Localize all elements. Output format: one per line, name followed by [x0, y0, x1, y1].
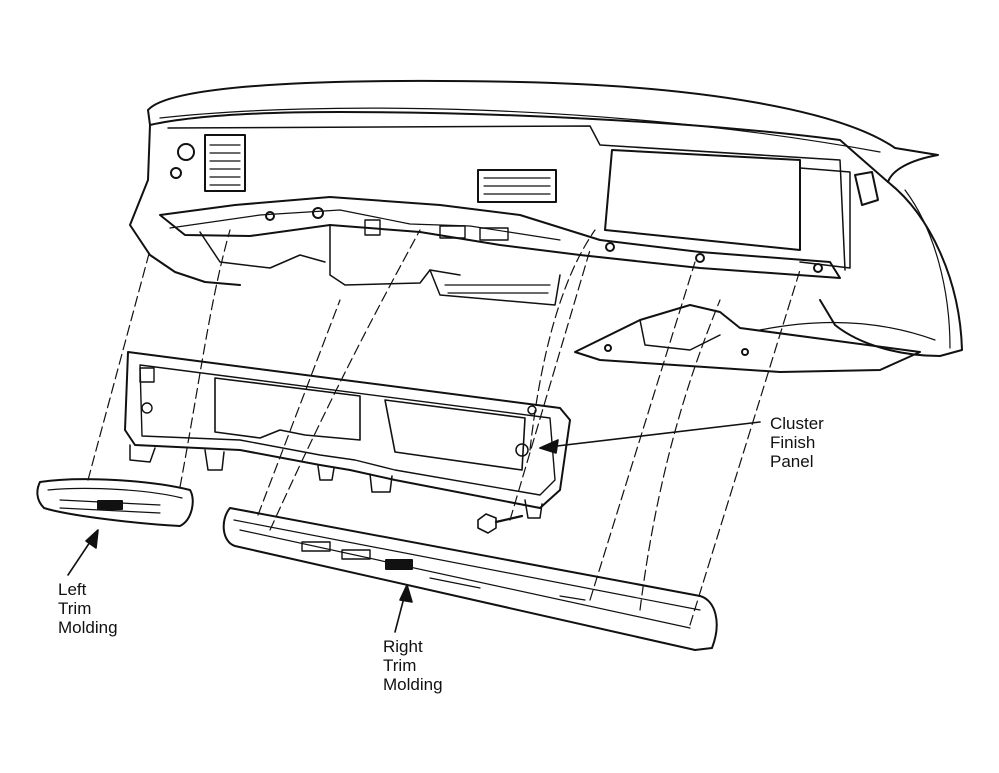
left-trim-molding-label: Left Trim Molding	[58, 580, 118, 637]
dash-lower-rail	[159, 196, 841, 279]
mounting-screw	[477, 513, 524, 534]
cluster-frame-left-window	[214, 377, 361, 441]
lower-right-bracket	[574, 304, 921, 373]
right-trim-molding-label: Right Trim Molding	[383, 637, 443, 694]
cluster-leader-line	[539, 421, 761, 449]
cluster-finish-panel-label: Cluster Finish Panel	[770, 414, 824, 471]
left-label-line-3: Molding	[58, 618, 118, 637]
alignment-lines	[87, 229, 801, 626]
cluster-label-line-1: Cluster	[770, 414, 824, 433]
dash-left-end	[129, 124, 241, 286]
left-vent	[204, 134, 246, 192]
lower-center-housing	[429, 269, 561, 306]
right-trim-molding-part	[222, 507, 718, 651]
cluster-label-line-2: Finish	[770, 433, 816, 452]
right-trim-leader-arrowhead	[399, 584, 413, 603]
left-label-line-1: Left	[58, 580, 87, 599]
instrument-panel-assembly	[129, 79, 963, 373]
glovebox-opening	[604, 149, 801, 251]
left-trim-leader-arrowhead	[85, 529, 99, 549]
right-label-line-3: Molding	[383, 675, 443, 694]
cluster-label-line-3: Panel	[770, 452, 814, 471]
dash-top-pad	[147, 79, 939, 183]
cluster-frame-right-window	[384, 399, 526, 471]
center-vent	[477, 169, 557, 203]
right-recess	[799, 167, 851, 269]
left-trim-molding-part	[36, 478, 194, 527]
left-label-line-2: Trim	[58, 599, 92, 618]
headlamp-switch	[177, 143, 195, 161]
leader-arrows	[67, 421, 761, 633]
right-label-line-1: Right	[383, 637, 423, 656]
dash-right-wing	[819, 181, 963, 357]
right-label-line-2: Trim	[383, 656, 417, 675]
cluster-leader-arrowhead	[539, 439, 559, 454]
